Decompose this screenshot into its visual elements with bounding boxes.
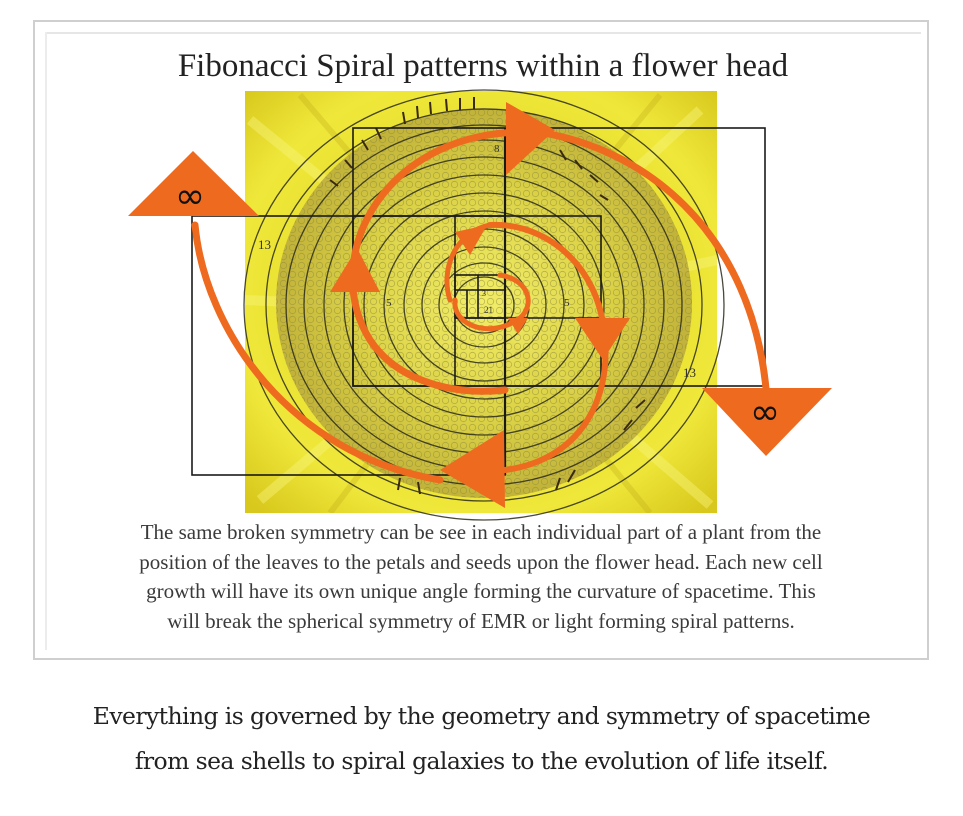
arrowhead-left <box>330 248 380 292</box>
figure-inner-border-top <box>45 32 921 34</box>
arrowhead-top <box>506 102 555 175</box>
figure-inner-border-left <box>45 32 47 650</box>
body-line: Everything is governed by the geometry a… <box>92 702 871 730</box>
concentric-circles <box>243 89 725 521</box>
spiral-arc-outer-left <box>191 221 444 484</box>
spiral-arc-outer-right <box>516 126 771 404</box>
infinity-symbol-right: ∞ <box>750 392 780 433</box>
fib-label-5-right: 5 <box>564 297 570 309</box>
fib-label-3: 3 <box>482 289 486 298</box>
fib-label-13-right: 13 <box>683 365 696 380</box>
arrowhead-inner-2 <box>508 318 528 334</box>
arrowhead-bottom <box>440 430 505 508</box>
infinity-triangle-right: ∞ <box>702 388 832 456</box>
arrowhead-inner-1 <box>455 225 487 255</box>
fib-label-5-left: 5 <box>386 297 392 309</box>
arrowhead-right <box>575 318 630 360</box>
ring-ticks <box>329 97 646 495</box>
fib-label-center: 21 <box>484 305 493 315</box>
caption-line: growth will have its own unique angle fo… <box>146 579 816 603</box>
fibonacci-flower-illustration: ∞ ∞ 13 13 8 5 5 3 21 <box>128 89 832 521</box>
fib-label-8-top: 8 <box>494 143 500 155</box>
body-line: from sea shells to spiral galaxies to th… <box>134 747 829 775</box>
spiral-arrowheads <box>330 102 630 508</box>
figure-caption: The same broken symmetry can be see in e… <box>52 518 910 636</box>
infinity-symbol-left: ∞ <box>175 176 205 217</box>
caption-line: The same broken symmetry can be see in e… <box>140 520 822 544</box>
fib-label-13-left: 13 <box>258 237 271 252</box>
figure-title: Fibonacci Spiral patterns within a flowe… <box>177 48 789 84</box>
caption-line: will break the spherical symmetry of EMR… <box>167 608 795 633</box>
infinity-triangle-left: ∞ <box>128 151 259 217</box>
caption-line: position of the leaves to the petals and… <box>139 549 823 574</box>
body-paragraph: Everything is governed by the geometry a… <box>30 694 933 784</box>
